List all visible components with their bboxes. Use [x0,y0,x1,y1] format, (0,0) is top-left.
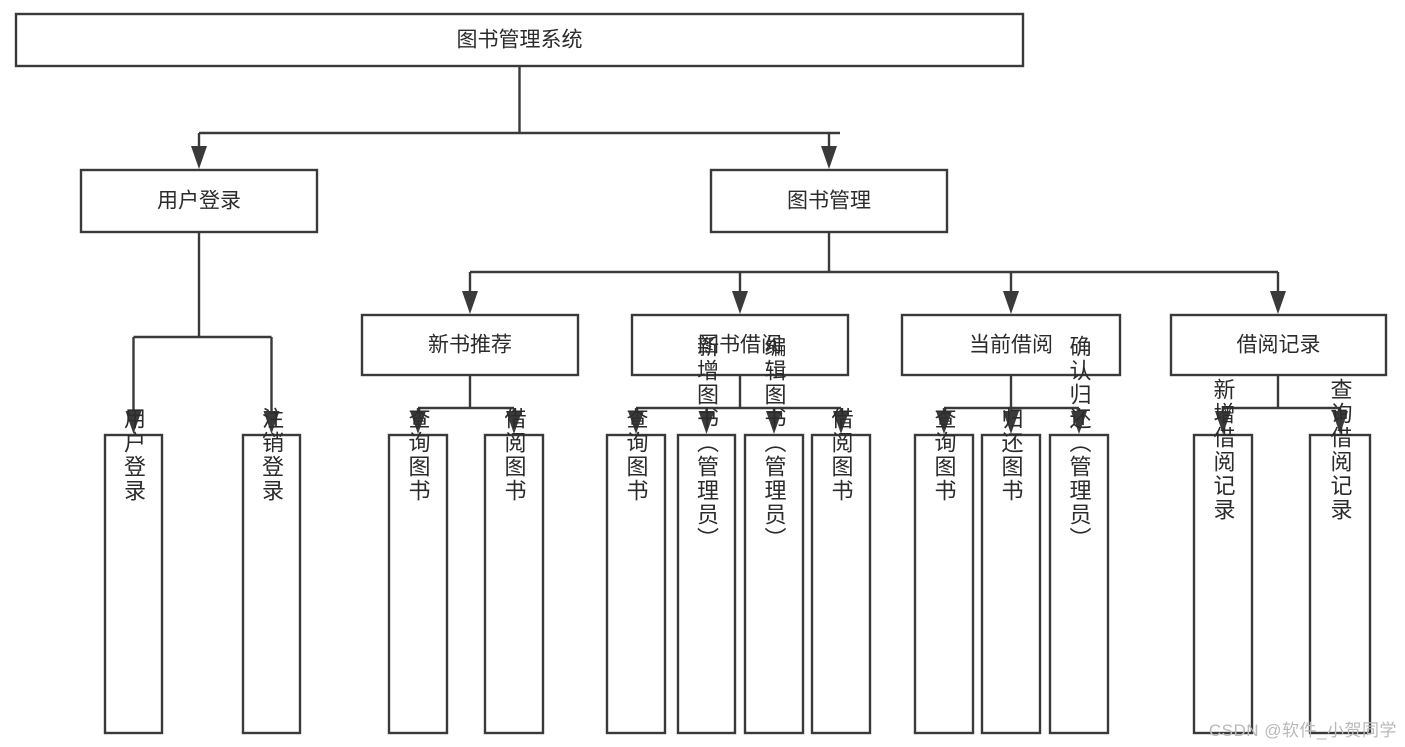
leaf-add-borrow-record-label: 新增借阅记录 [1211,378,1236,522]
node-book-management-label: 图书管理 [787,190,871,213]
leaf-query-book-newbook-label: 查询图书 [406,407,431,503]
node-new-book-recommend-label: 新书推荐 [428,334,512,357]
edge-layer [125,66,1348,434]
node-book-management-box[interactable] [709,168,949,234]
leaf-logout-box[interactable] [241,433,302,735]
node-new-book-recommend[interactable]: 新书推荐 [360,313,580,377]
leaf-add-book-admin-box[interactable] [676,433,737,735]
leaf-query-borrow-record-label: 查询借阅记录 [1328,378,1353,522]
arrowhead-book-mgmt-c1 [462,291,478,314]
leaf-user-login-box[interactable] [103,433,164,735]
leaf-query-book-current[interactable]: 查询图书 [913,407,975,735]
leaf-edit-book-admin-box[interactable] [743,433,805,735]
leaf-user-login-label: 用户登录 [121,407,146,503]
arrowhead-new-book-l2 [506,411,522,434]
leaf-return-book[interactable]: 归还图书 [980,407,1042,735]
node-current-borrow[interactable]: 当前借阅 [900,313,1122,377]
arrowhead-borrow-l2 [698,411,715,434]
arrowhead-user-login-l2 [263,411,280,434]
leaf-query-book-current-label: 查询图书 [932,407,957,503]
arrowhead-root-to-user-login [191,146,207,169]
leaf-query-borrow-record[interactable]: 查询借阅记录 [1308,378,1372,735]
leaf-confirm-return-admin-label: 确认归还（管理员） [1067,335,1092,551]
node-root[interactable]: 图书管理系统 [14,12,1025,68]
leaf-borrow-book-newbook-box[interactable] [483,433,545,735]
node-current-borrow-label: 当前借阅 [969,334,1053,357]
leaf-confirm-return-admin-box[interactable] [1048,433,1110,735]
node-user-login-box[interactable] [79,168,319,234]
arrowhead-current-l3 [1071,411,1087,434]
node-book-management[interactable]: 图书管理 [709,168,949,234]
node-user-login[interactable]: 用户登录 [79,168,319,234]
node-borrow-record-label: 借阅记录 [1237,334,1321,357]
arrowhead-borrow-l1 [628,411,644,434]
leaf-return-book-box[interactable] [980,433,1042,735]
arrowhead-borrow-l3 [766,411,782,434]
leaf-add-borrow-record-box[interactable] [1192,433,1254,735]
arrowhead-new-book-l1 [410,411,426,434]
node-book-borrow[interactable]: 图书借阅 [630,313,850,377]
leaf-edit-book-admin-label: 编辑图书（管理员） [762,335,787,551]
leaf-query-book-borrow[interactable]: 查询图书 [605,407,667,735]
node-book-borrow-label: 图书借阅 [698,334,782,357]
leaf-confirm-return-admin[interactable]: 确认归还（管理员） [1048,335,1110,735]
leaf-query-borrow-record-box[interactable] [1308,433,1372,735]
leaf-add-book-admin-label: 新增图书（管理员） [694,335,719,551]
leaf-query-book-newbook[interactable]: 查询图书 [387,407,449,735]
node-user-login-label: 用户登录 [157,190,241,213]
leaf-add-borrow-record[interactable]: 新增借阅记录 [1192,378,1254,735]
leaf-return-book-label: 归还图书 [999,407,1024,503]
leaf-query-book-borrow-box[interactable] [605,433,667,735]
arrowhead-record-l1 [1215,411,1231,434]
node-root-box[interactable] [14,12,1025,68]
leaf-borrow-book-box[interactable] [810,433,872,735]
arrowhead-book-mgmt-c2 [732,291,748,314]
node-book-borrow-box[interactable] [630,313,850,377]
leaf-query-book-current-box[interactable] [913,433,975,735]
leaf-borrow-book-newbook-label: 借阅图书 [502,407,527,503]
arrowhead-book-mgmt-c4 [1270,291,1286,314]
node-current-borrow-box[interactable] [900,313,1122,377]
arrowhead-current-l1 [936,411,952,434]
leaf-add-book-admin[interactable]: 新增图书（管理员） [676,335,737,735]
arrowhead-user-login-l1 [125,411,142,434]
arrowhead-book-mgmt-c3 [1003,291,1019,314]
leaf-borrow-book-label: 借阅图书 [829,407,854,503]
node-new-book-recommend-box[interactable] [360,313,580,377]
arrowhead-borrow-l4 [833,411,849,434]
node-borrow-record-box[interactable] [1169,313,1388,377]
leaf-borrow-book[interactable]: 借阅图书 [810,407,872,735]
node-borrow-record[interactable]: 借阅记录 [1169,313,1388,377]
arrowhead-current-l2 [1003,411,1019,434]
leaf-edit-book-admin[interactable]: 编辑图书（管理员） [743,335,805,735]
leaf-logout-label: 注销登录 [259,407,284,503]
leaf-query-book-newbook-box[interactable] [387,433,449,735]
leaf-borrow-book-newbook[interactable]: 借阅图书 [483,407,545,735]
arrowhead-root-to-book-mgmt [821,146,837,169]
arrowhead-record-l2 [1332,411,1348,434]
leaf-user-login[interactable]: 用户登录 [103,407,164,735]
leaf-query-book-borrow-label: 查询图书 [624,407,649,503]
leaf-logout[interactable]: 注销登录 [241,407,302,735]
node-root-label: 图书管理系统 [457,29,583,52]
